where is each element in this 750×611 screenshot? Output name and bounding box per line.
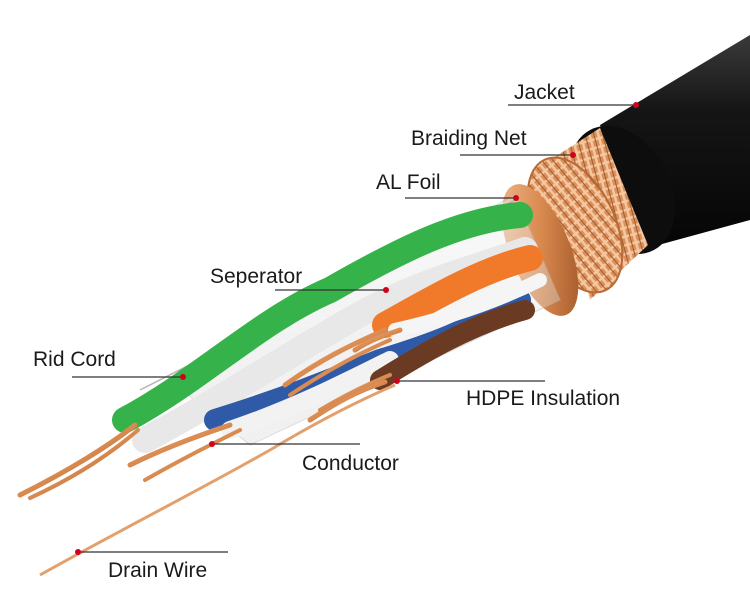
label-jacket: Jacket: [514, 81, 575, 104]
pointer-lines: [72, 104, 636, 553]
wire-white-2: [221, 351, 399, 439]
label-braiding-net: Braiding Net: [411, 127, 527, 150]
label-seperator: Seperator: [210, 265, 303, 288]
drain-wire: [39, 383, 396, 577]
label-al-foil: AL Foil: [376, 171, 441, 194]
label-rid-cord: Rid Cord: [33, 348, 116, 371]
label-conductor: Conductor: [302, 452, 399, 475]
label-drain-wire: Drain Wire: [108, 559, 208, 582]
wire-brown: [370, 300, 535, 390]
label-hdpe-insulation: HDPE Insulation: [466, 387, 621, 410]
conductor-strands: [17, 327, 403, 500]
wire-orange: [372, 245, 543, 338]
wire-white-3: [388, 273, 547, 337]
pointer-dots: [75, 102, 639, 555]
